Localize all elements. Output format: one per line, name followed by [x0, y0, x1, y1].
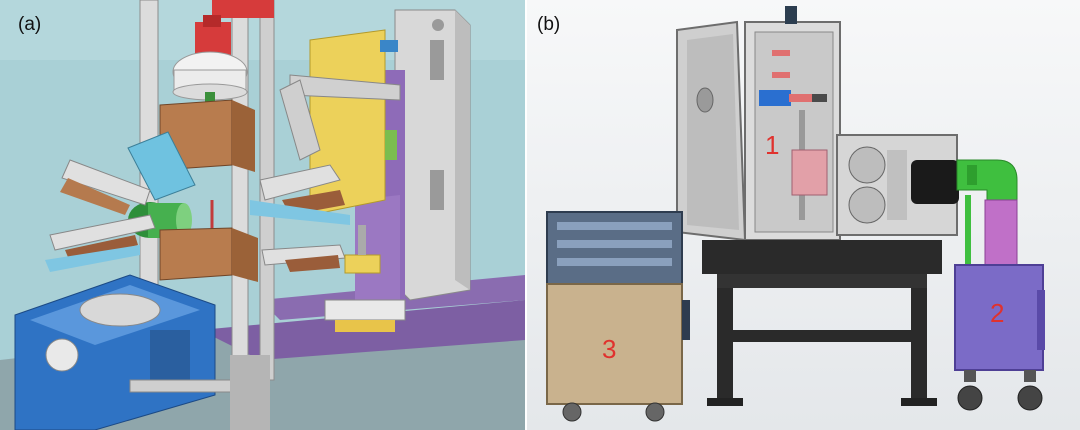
panel-a: (a): [0, 0, 525, 430]
callout-pump: 2: [990, 298, 1005, 328]
panel-b-label: (b): [537, 14, 561, 35]
panel-b: (b) 1 2 3: [527, 0, 1080, 430]
panel-a-illustration: [0, 0, 525, 430]
panel-a-label: (a): [18, 14, 42, 35]
callout-cabinet: 3: [602, 334, 617, 364]
panel-b-illustration: [527, 0, 1080, 430]
callout-chamber: 1: [765, 130, 780, 160]
